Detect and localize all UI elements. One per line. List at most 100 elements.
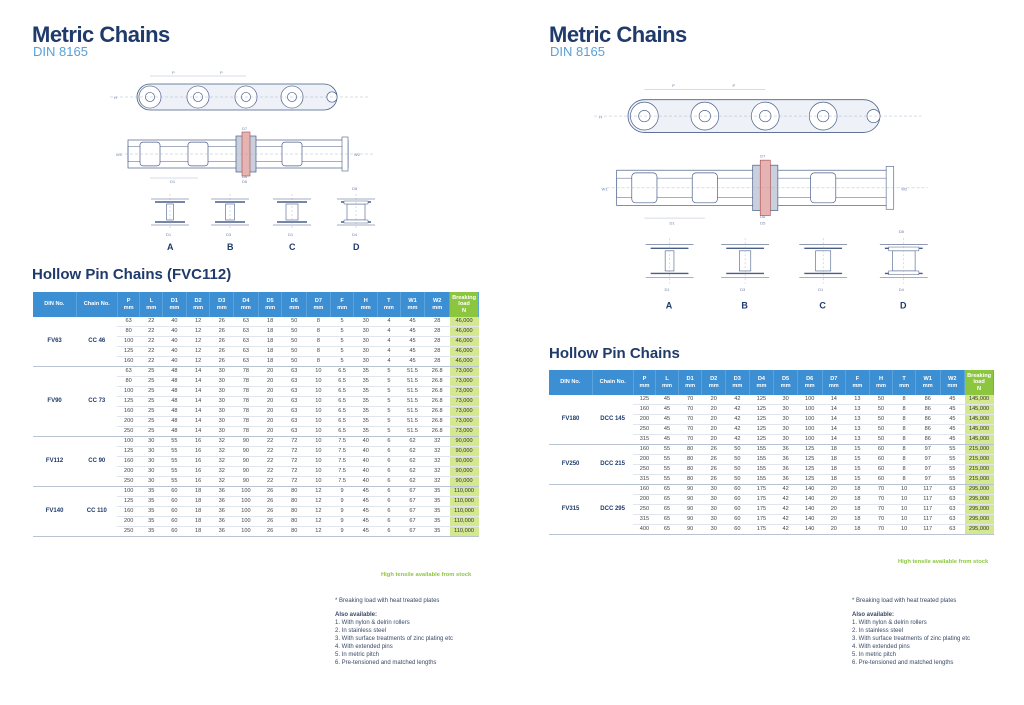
table-cell: 22: [139, 356, 163, 367]
table-cell: 32: [424, 466, 450, 477]
also-available-title: Also available:: [852, 612, 895, 618]
table-cell: 65: [655, 524, 679, 535]
table-cell: 10: [306, 376, 331, 387]
chain-number: CC 110: [76, 486, 118, 537]
table-cell: 100: [117, 336, 140, 347]
column-header: Chain No.: [76, 292, 118, 317]
table-cell: 72: [281, 436, 307, 447]
table-cell: 72: [281, 476, 307, 487]
table-cell: 63: [940, 484, 965, 495]
table-cell: 36: [773, 444, 798, 455]
table-cell: 30: [701, 504, 726, 515]
dimension-label: D1: [166, 232, 172, 237]
table-cell: 140: [797, 484, 822, 495]
pin-end: [866, 109, 881, 123]
column-header-unit: mm: [337, 304, 348, 311]
column-header-unit: mm: [922, 382, 933, 389]
table-cell: 117: [915, 484, 941, 495]
table-cell: 30: [353, 346, 378, 357]
table-cell: 200: [117, 516, 140, 527]
table-cell: 45: [655, 395, 679, 405]
table-cell: 45: [655, 424, 679, 435]
table-cell: 63: [281, 406, 307, 417]
column-header-unit: mm: [732, 382, 743, 389]
table-cell: 60: [869, 464, 893, 475]
table-cell: 40: [353, 476, 378, 487]
table-cell: 36: [773, 454, 798, 465]
table-cell: 45: [353, 516, 378, 527]
column-header-unit: mm: [407, 304, 418, 311]
table-cell: 100: [797, 424, 822, 435]
table-cell: 26: [258, 516, 282, 527]
din-number: FV140: [33, 486, 77, 537]
table-cell: 45: [353, 526, 378, 537]
notes: * Breaking load with heat treated plates…: [335, 597, 453, 667]
table-cell: 26.8: [424, 366, 450, 377]
table-cell: 8: [306, 336, 331, 347]
table-cell: 80: [117, 376, 140, 387]
chain-number: CC 73: [76, 366, 118, 437]
table-cell: 36: [209, 516, 234, 527]
table-cell: 26.8: [424, 396, 450, 407]
table-cell: 90: [233, 456, 259, 467]
table-cell: 9: [330, 526, 354, 537]
table-cell: 22: [258, 436, 282, 447]
column-header-label: DIN No.: [560, 379, 581, 386]
table-cell: 51.5: [400, 376, 425, 387]
table-cell: 110,000: [449, 526, 479, 537]
table-cell: 160: [117, 356, 140, 367]
table-cell: 36: [209, 506, 234, 517]
table-cell: 175: [749, 494, 774, 505]
table-cell: 67: [400, 486, 425, 497]
table-cell: 40: [353, 446, 378, 457]
table-cell: 42: [773, 514, 798, 525]
table-cell: 50: [869, 395, 893, 405]
dimension-label: D7: [242, 126, 248, 131]
table-cell: 78: [233, 396, 259, 407]
table-cell: 55: [655, 464, 679, 475]
table-cell: 65: [655, 504, 679, 515]
table-cell: 215,000: [964, 444, 994, 455]
table-cell: 40: [162, 356, 187, 367]
table-cell: 60: [725, 524, 750, 535]
column-header-unit: mm: [289, 304, 300, 311]
table-cell: 5: [330, 336, 354, 347]
table-cell: 315: [633, 514, 656, 525]
table-cell: 32: [209, 436, 234, 447]
table-cell: 45: [353, 486, 378, 497]
table-cell: 73,000: [449, 396, 479, 407]
table-cell: 42: [725, 414, 750, 425]
table-cell: 63: [940, 524, 965, 535]
column-header-label: D4: [242, 298, 250, 304]
table-cell: 4: [377, 336, 401, 347]
table-cell: 40: [162, 326, 187, 337]
table-cell: 13: [845, 414, 870, 425]
table-cell: 97: [915, 454, 941, 465]
table-cell: 14: [822, 414, 846, 425]
table-cell: 6: [377, 446, 401, 457]
table-cell: 5: [377, 366, 401, 377]
table-cell: 30: [701, 514, 726, 525]
hollow-pin-section: [759, 159, 771, 216]
table-cell: 6: [377, 496, 401, 507]
table-cell: 160: [117, 456, 140, 467]
table-cell: 10: [306, 366, 331, 377]
table-cell: 45: [353, 496, 378, 507]
table-cell: 6.5: [330, 396, 354, 407]
footnote: * Breaking load with heat treated plates: [852, 598, 957, 604]
table-cell: 18: [186, 486, 210, 497]
table-cell: 80: [678, 474, 702, 485]
table-cell: 40: [353, 456, 378, 467]
table-cell: 110,000: [449, 496, 479, 507]
table-cell: 45: [940, 414, 965, 425]
table-cell: 26: [258, 496, 282, 507]
table-cell: 80: [117, 326, 140, 337]
